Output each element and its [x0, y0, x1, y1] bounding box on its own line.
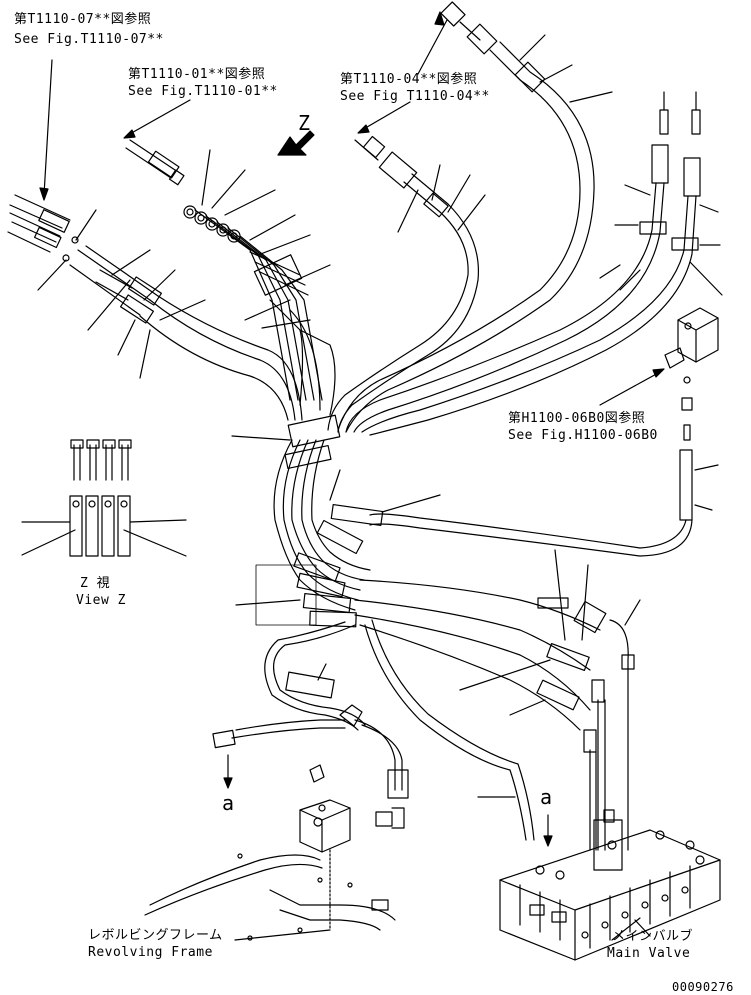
ref-t1110-07-en: See Fig.T1110-07**	[14, 32, 164, 47]
right-a-leader	[364, 619, 553, 847]
revolving-frame-en: Revolving Frame	[88, 945, 213, 960]
revolving-frame-jp: レボルビングフレーム	[88, 928, 223, 943]
left-leader-lines	[37, 209, 206, 379]
ref-t1110-07-jp: 第T1110-07**図参照	[14, 12, 152, 27]
t1110-04-hose	[327, 135, 486, 433]
lower-left-hose-loop	[212, 621, 409, 799]
small-valve-body	[144, 764, 405, 941]
bottom-label-leaders	[234, 917, 641, 941]
view-z-detail	[21, 439, 187, 557]
center-top-hose-bundle	[183, 205, 336, 416]
center-leader-lines	[201, 149, 331, 329]
lower-hose-runs	[235, 494, 641, 851]
central-clamp-bundle	[231, 414, 371, 611]
ref-h1100-06b0-jp: 第H1100-06B0図参照	[508, 411, 646, 426]
reference-leaders	[39, 11, 665, 406]
top-left-hose-group	[7, 194, 303, 421]
view-z-en: View Z	[76, 593, 126, 608]
ref-t1110-01-en: See Fig.T1110-01**	[128, 84, 278, 99]
main-valve-en: Main Valve	[607, 946, 691, 961]
ref-t1110-04-en: See Fig T1110-04**	[340, 89, 490, 104]
main-valve-body	[499, 809, 721, 961]
view-arrow-letter: Z	[298, 111, 311, 135]
view-z-jp: Z 視	[80, 576, 111, 591]
right-vertical-hoses	[345, 91, 723, 436]
ref-t1110-04-jp: 第T1110-04**図参照	[340, 72, 478, 87]
view-z-arrow	[277, 130, 315, 156]
figure-number: 00090276	[672, 980, 734, 994]
t1110-01-hose-end	[125, 139, 185, 186]
section-mark-left: a	[222, 791, 235, 815]
main-valve-jp: メインバルブ	[612, 929, 694, 944]
ref-h1100-06b0-en: See Fig.H1100-06B0	[508, 428, 658, 443]
h1100-valve-block	[369, 307, 719, 557]
t1110-07-top-hose	[337, 1, 613, 433]
section-mark-right: a	[540, 785, 553, 809]
ref-t1110-01-jp: 第T1110-01**図参照	[128, 67, 266, 82]
